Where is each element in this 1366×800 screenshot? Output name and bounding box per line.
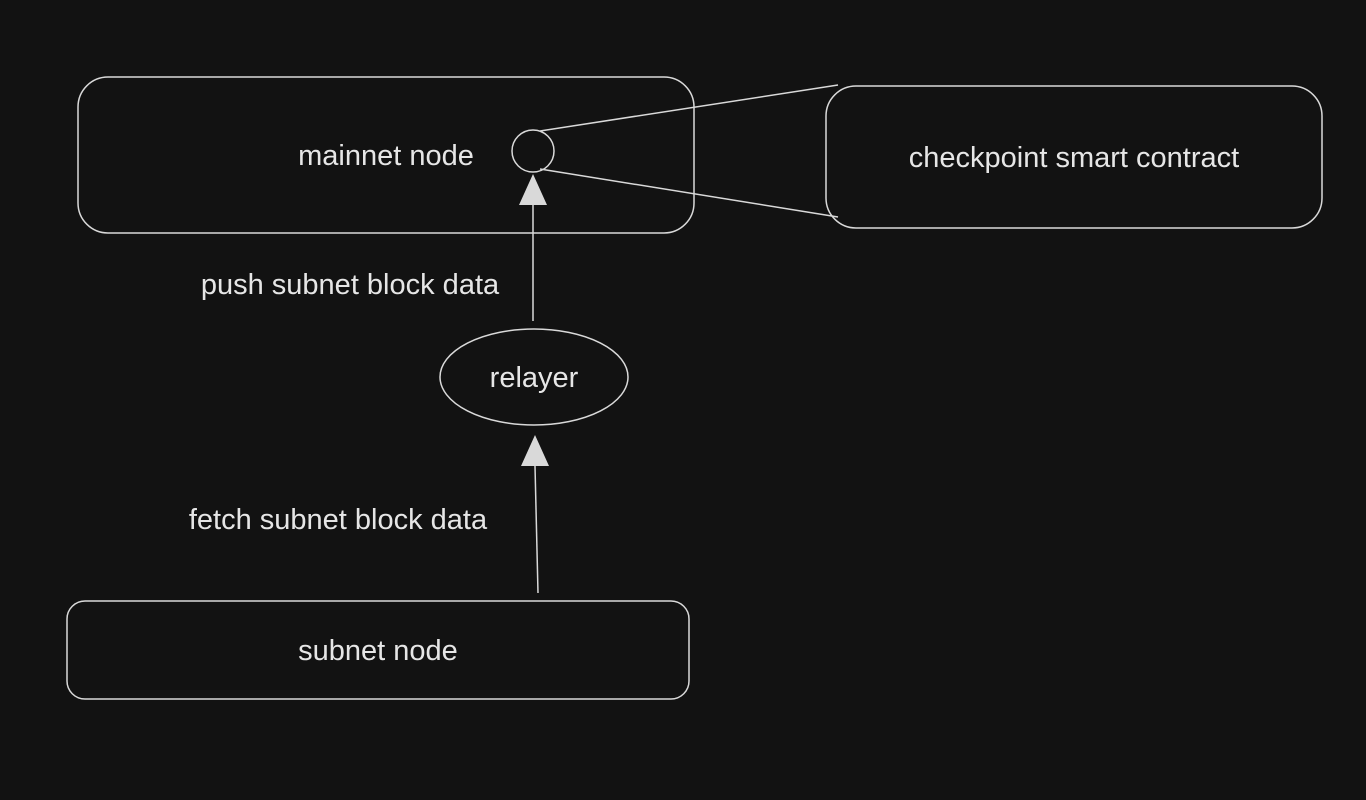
fetch-arrow-line [534, 465, 539, 594]
checkpoint-contract-box[interactable] [825, 85, 1323, 229]
push-arrow-head [519, 174, 547, 205]
fetch-edge-label: fetch subnet block data [188, 504, 488, 536]
interface-line-top [539, 84, 839, 132]
checkpoint-contract-label: checkpoint smart contract [908, 142, 1240, 174]
relayer-ellipse[interactable] [439, 328, 629, 426]
relayer-label: relayer [489, 362, 579, 394]
interface-port-circle[interactable] [511, 129, 555, 173]
subnet-node-box[interactable] [66, 600, 690, 700]
mainnet-node-box[interactable] [77, 76, 695, 234]
fetch-arrow-head [521, 435, 549, 466]
mainnet-node-label: mainnet node [298, 140, 474, 172]
subnet-node-label: subnet node [298, 635, 458, 667]
push-edge-label: push subnet block data [200, 269, 500, 301]
interface-line-bottom [539, 168, 839, 218]
